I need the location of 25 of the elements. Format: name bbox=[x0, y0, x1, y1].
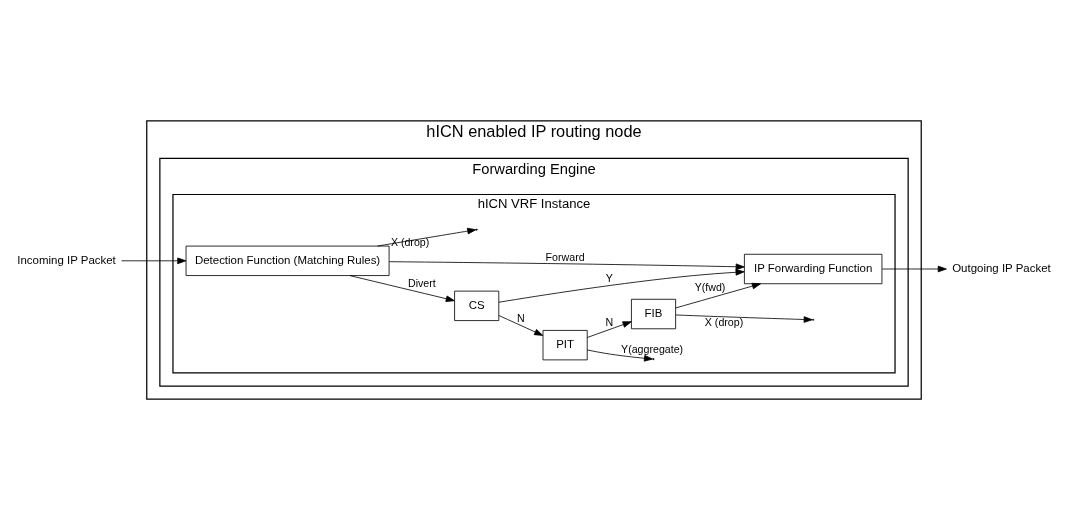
arrow bbox=[586, 349, 654, 362]
arrow bbox=[498, 268, 745, 303]
node-box: FIB bbox=[631, 298, 677, 329]
arrow bbox=[675, 282, 761, 308]
node-box: IP Forwarding Function bbox=[744, 253, 883, 284]
edge-label: N bbox=[517, 311, 525, 324]
arrow bbox=[388, 260, 745, 270]
node-text: Incoming IP Packet bbox=[17, 253, 116, 266]
node-box: CS bbox=[454, 290, 500, 321]
node-box: Detection Function (Matching Rules) bbox=[185, 245, 390, 276]
edge-label: Forward bbox=[545, 250, 585, 263]
arrow bbox=[121, 257, 187, 264]
edge-label: N bbox=[605, 315, 614, 328]
arrow bbox=[675, 314, 813, 323]
arrow bbox=[349, 274, 455, 302]
arrow bbox=[586, 320, 632, 338]
edge-label: Divert bbox=[407, 276, 436, 289]
node-box: PIT bbox=[542, 329, 588, 360]
node-text: Outgoing IP Packet bbox=[952, 261, 1051, 274]
arrow bbox=[881, 265, 947, 272]
edge-label: Y(aggregate) bbox=[621, 342, 684, 355]
edge-label: Y(fwd) bbox=[694, 280, 726, 293]
edge-label: Y bbox=[605, 271, 613, 284]
arrow bbox=[498, 314, 544, 336]
edge-label: X (drop) bbox=[704, 315, 744, 328]
